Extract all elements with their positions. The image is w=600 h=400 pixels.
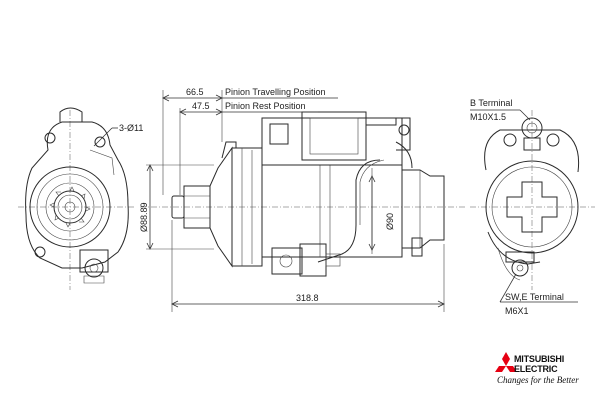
mitsubishi-electric-logo: MITSUBISHI ELECTRIC Changes for the Bett… — [495, 352, 579, 385]
brand-name-line1: MITSUBISHI — [514, 354, 564, 364]
bolt-hole-bottom — [34, 246, 46, 258]
pinion-gear — [49, 186, 91, 228]
three-diamonds-icon — [495, 352, 517, 372]
swe-terminal-label: SW,E Terminal — [505, 292, 564, 302]
b-terminal-thread: M10X1.5 — [470, 112, 506, 122]
motor-yoke — [261, 164, 403, 258]
bolt-hole-top-right — [94, 136, 106, 148]
solenoid — [261, 111, 411, 166]
rear-end-view: B Terminal M10X1.5 SW,E Terminal M6X1 — [470, 98, 595, 316]
pinion-travel-dim: 66.5 — [186, 87, 204, 97]
pinion-rest-label: Pinion Rest Position — [225, 101, 306, 111]
side-terminal-block — [271, 243, 341, 277]
bolt-holes-label: 3-Ø11 — [119, 123, 143, 133]
end-cover-cross — [506, 181, 558, 233]
b-terminal-stud — [503, 117, 560, 151]
body-diameter-label: Ø90 — [385, 213, 395, 230]
pinion-rest-dim: 47.5 — [192, 101, 210, 111]
b-terminal-label: B Terminal — [470, 98, 512, 108]
swe-terminal — [497, 247, 535, 281]
bolt-hole-top-left — [44, 132, 56, 144]
overall-length-label: 318.8 — [296, 293, 319, 303]
side-view: Ø90 Ø88.89 66.5 Pinion Travelling Positi… — [139, 87, 465, 312]
brand-tagline: Changes for the Better — [497, 375, 579, 385]
front-end-view: 3-Ø11 — [18, 107, 143, 290]
brand-name-line2: ELECTRIC — [514, 364, 558, 374]
front-terminal-block — [79, 249, 109, 284]
swe-terminal-thread: M6X1 — [505, 306, 529, 316]
pilot-diameter-label: Ø88.89 — [139, 202, 149, 232]
pinion-travel-label: Pinion Travelling Position — [225, 87, 326, 97]
